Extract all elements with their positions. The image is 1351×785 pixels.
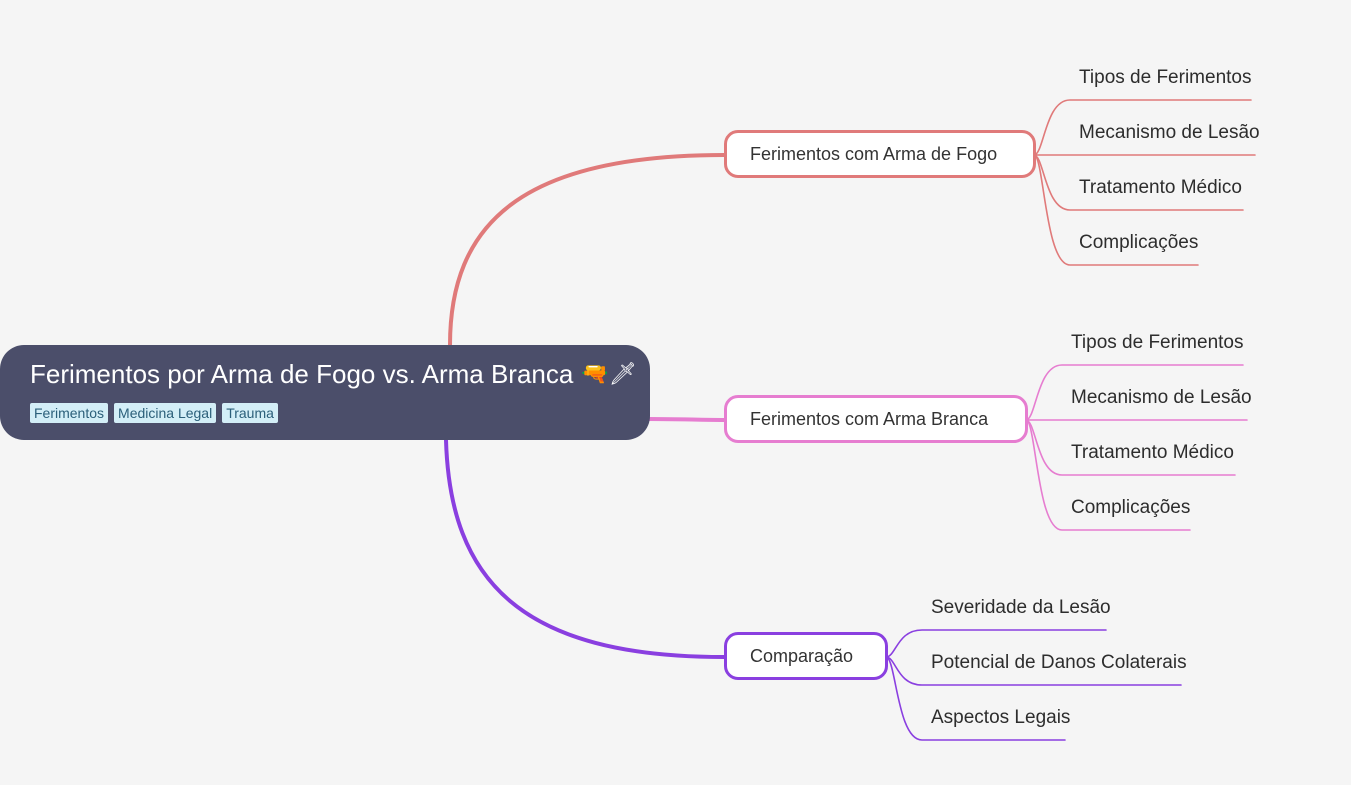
leaf-comp-danos-colaterais[interactable]: Potencial de Danos Colaterais — [931, 652, 1187, 673]
leaf-fogo-complicacoes[interactable]: Complicações — [1079, 232, 1199, 253]
leaf-branca-complicacoes[interactable]: Complicações — [1071, 497, 1191, 518]
connector-comparacao-leaf-1 — [885, 656, 1182, 686]
tag-ferimentos[interactable]: Ferimentos — [30, 403, 109, 423]
leaf-fogo-tipos[interactable]: Tipos de Ferimentos — [1079, 67, 1252, 88]
branch-arma-branca[interactable]: Ferimentos com Arma Branca — [724, 395, 1028, 443]
leaf-comp-aspectos-legais[interactable]: Aspectos Legais — [931, 707, 1071, 728]
leaf-comp-severidade[interactable]: Severidade da Lesão — [931, 597, 1111, 618]
leaf-branca-tipos[interactable]: Tipos de Ferimentos — [1071, 332, 1244, 353]
connector-root-comparacao — [444, 438, 726, 659]
connector-root-fogo — [448, 153, 726, 347]
connector-fogo-leaf-0 — [1033, 99, 1252, 156]
branch-comparacao[interactable]: Comparação — [724, 632, 888, 680]
root-title-row: Ferimentos por Arma de Fogo vs. Arma Bra… — [30, 357, 637, 391]
leaf-branca-mecanismo[interactable]: Mecanismo de Lesão — [1071, 387, 1252, 408]
connector-branca-leaf-0 — [1025, 364, 1244, 421]
leaf-fogo-tratamento[interactable]: Tratamento Médico — [1079, 177, 1242, 198]
connector-fogo-leaf-3 — [1033, 154, 1199, 266]
connector-comparacao-leaf-0 — [885, 629, 1107, 658]
connector-branca-leaf-3 — [1025, 419, 1191, 531]
leaf-fogo-mecanismo[interactable]: Mecanismo de Lesão — [1079, 122, 1260, 143]
tag-medicina-legal[interactable]: Medicina Legal — [114, 403, 217, 423]
root-topic[interactable]: Ferimentos por Arma de Fogo vs. Arma Bra… — [0, 345, 650, 440]
root-title: Ferimentos por Arma de Fogo vs. Arma Bra… — [30, 359, 574, 389]
tag-trauma[interactable]: Trauma — [222, 403, 278, 423]
gun-knife-icon: 🔫🗡 — [581, 361, 637, 386]
connector-root-branca — [646, 417, 726, 422]
tag-list: Ferimentos Medicina Legal Trauma — [30, 403, 620, 423]
branch-arma-de-fogo[interactable]: Ferimentos com Arma de Fogo — [724, 130, 1036, 178]
connector-comparacao-leaf-2 — [885, 656, 1066, 741]
leaf-branca-tratamento[interactable]: Tratamento Médico — [1071, 442, 1234, 463]
